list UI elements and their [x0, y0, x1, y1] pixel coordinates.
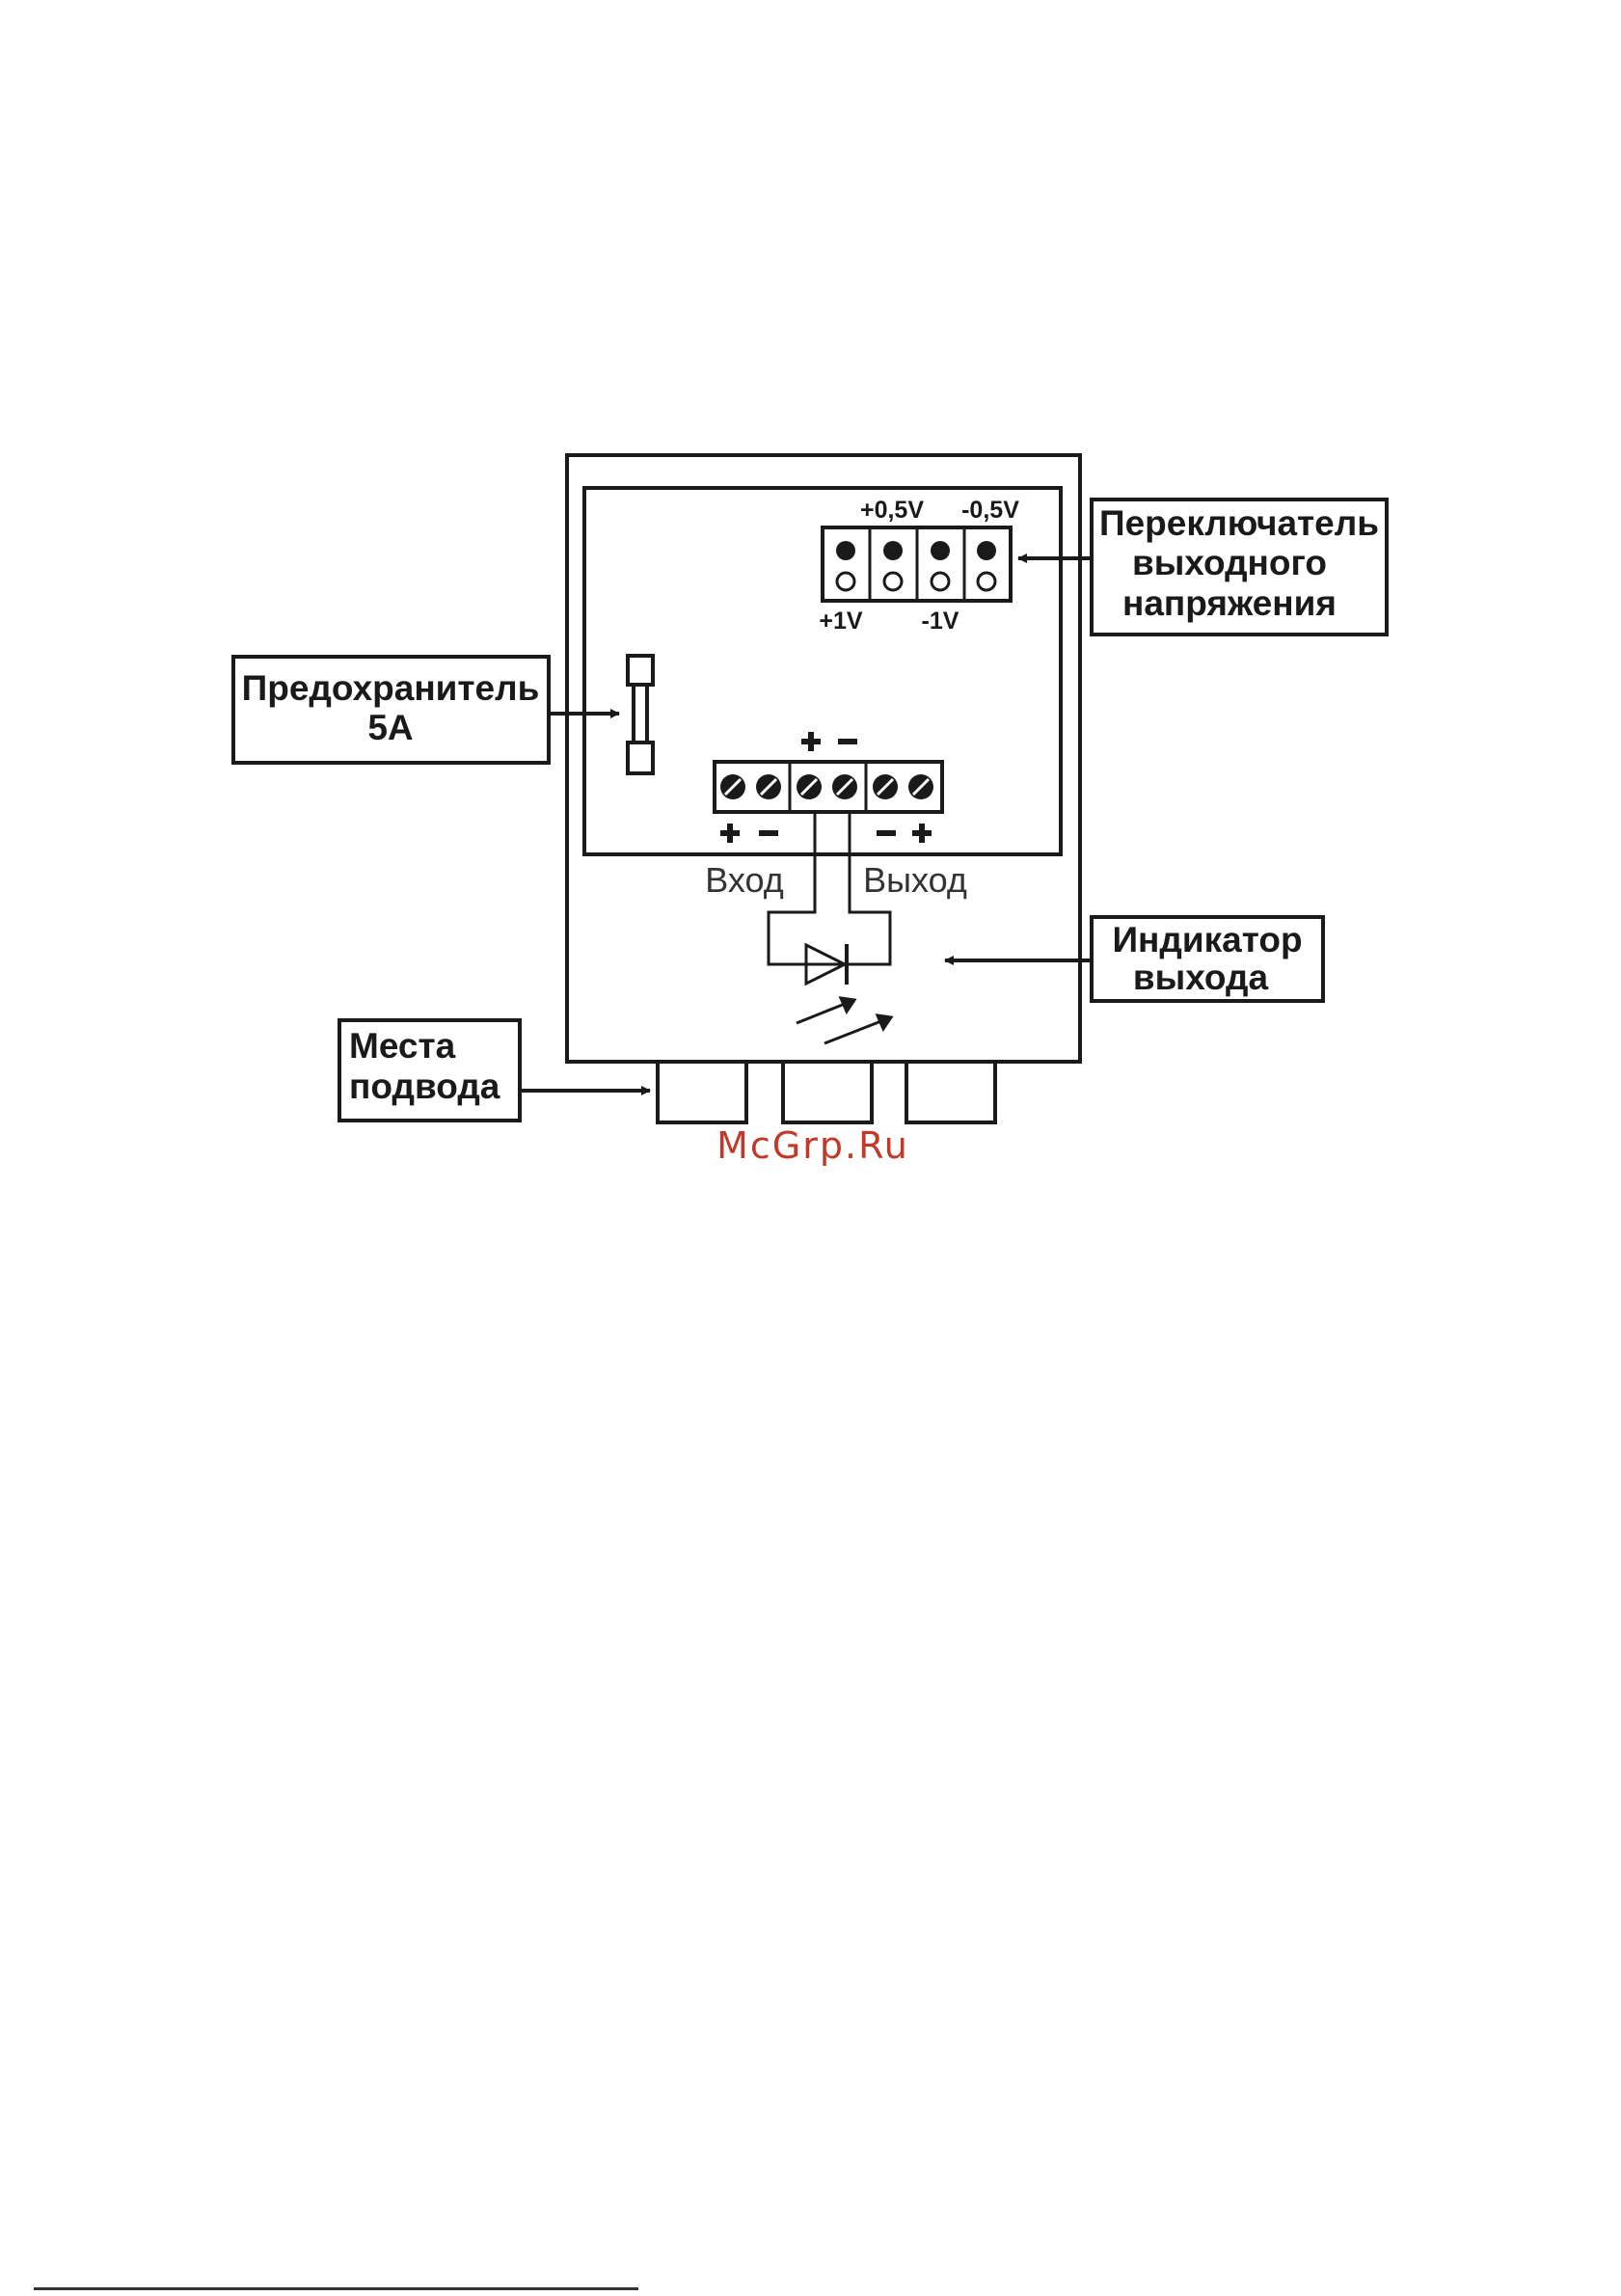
- fuse-callout-line1: Предохранитель: [242, 668, 540, 708]
- switch-label-minus-one: -1V: [922, 608, 959, 635]
- switch-callout-line1: Переключатель: [1099, 503, 1379, 543]
- switch-label-plus-one: +1V: [819, 608, 863, 635]
- switch-label-minus-half: -0,5V: [961, 497, 1019, 524]
- fuse-callout-line2: 5А: [367, 708, 413, 747]
- page-footer-rule: [34, 2287, 638, 2290]
- input-label: Вход: [705, 860, 783, 900]
- places-callout-line1: Места: [349, 1026, 456, 1066]
- polarity-marks: [720, 732, 932, 843]
- voltage-switch: [823, 527, 1011, 601]
- fuse-symbol: [628, 656, 653, 773]
- switch-label-plus-half: +0,5V: [860, 497, 924, 524]
- output-label: Выход: [863, 860, 967, 900]
- places-callout-line2: подвода: [349, 1067, 500, 1106]
- cable-entries: [658, 1062, 995, 1122]
- terminal-block: [715, 762, 942, 812]
- switch-callout-line3: напряжения: [1122, 583, 1337, 623]
- watermark-text: McGrp.Ru: [716, 1124, 909, 1167]
- switch-callout-line2: выходного: [1132, 543, 1327, 582]
- indicator-callout-line1: Индикатор: [1112, 920, 1302, 959]
- indicator-callout-line2: выхода: [1133, 958, 1269, 997]
- light-emission-arrows-icon: [797, 998, 891, 1043]
